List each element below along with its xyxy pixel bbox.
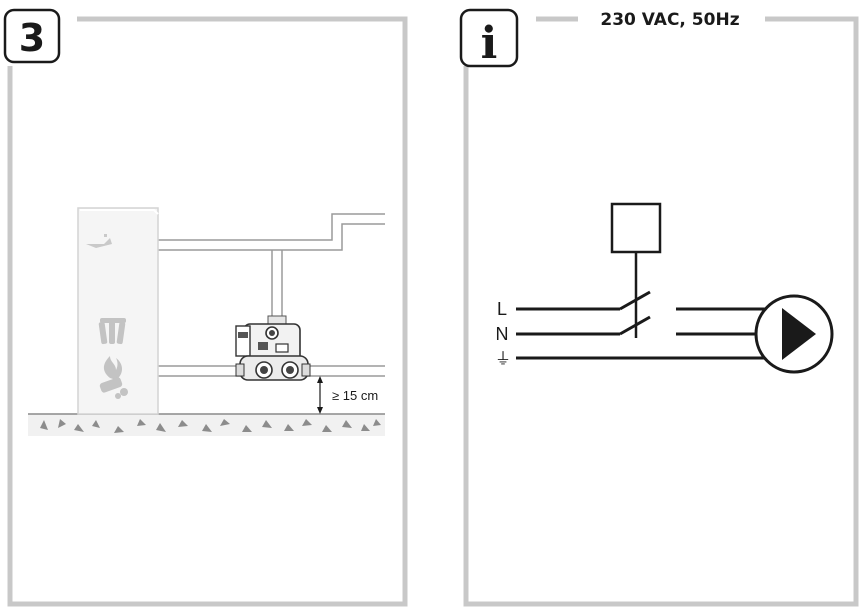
ground-symbol-icon: ⏚ — [495, 350, 511, 368]
mixing-valve-icon — [235, 315, 311, 381]
flame-icon — [103, 356, 122, 380]
boiler-logo-icon — [86, 234, 112, 248]
neutral-switch-blade — [619, 315, 651, 336]
line-label: L — [497, 299, 507, 319]
boiler — [77, 207, 159, 415]
clearance-dimension: ≥ 15 cm — [317, 376, 378, 414]
left-panel-frame — [7, 16, 408, 607]
supply-pipe-outer-bottom — [157, 223, 385, 251]
right-panel: 230 VAC, 50Hz i L N — [459, 8, 859, 607]
info-badge: i — [459, 8, 519, 69]
controller-box — [610, 202, 662, 254]
neutral-label: N — [496, 324, 509, 344]
floor — [28, 413, 385, 436]
supply-pipe-outer-top — [157, 213, 385, 241]
info-badge-box — [459, 8, 519, 68]
wood-logs-icon — [98, 318, 126, 345]
right-panel-frame — [463, 16, 859, 607]
wiring-schematic — [516, 202, 834, 374]
pellet-bag-icon — [99, 377, 128, 399]
line-switch-blade — [619, 290, 651, 311]
floor-hatch — [40, 419, 381, 433]
pump-symbol-icon — [754, 294, 834, 374]
step-badge: 3 — [3, 8, 61, 64]
step-number: 3 — [19, 16, 45, 60]
left-panel: 3 — [3, 8, 408, 607]
info-icon: i — [481, 18, 498, 69]
step-badge-box — [3, 8, 61, 64]
clearance-label: ≥ 15 cm — [332, 388, 378, 403]
voltage-label: 230 VAC, 50Hz — [600, 10, 739, 30]
